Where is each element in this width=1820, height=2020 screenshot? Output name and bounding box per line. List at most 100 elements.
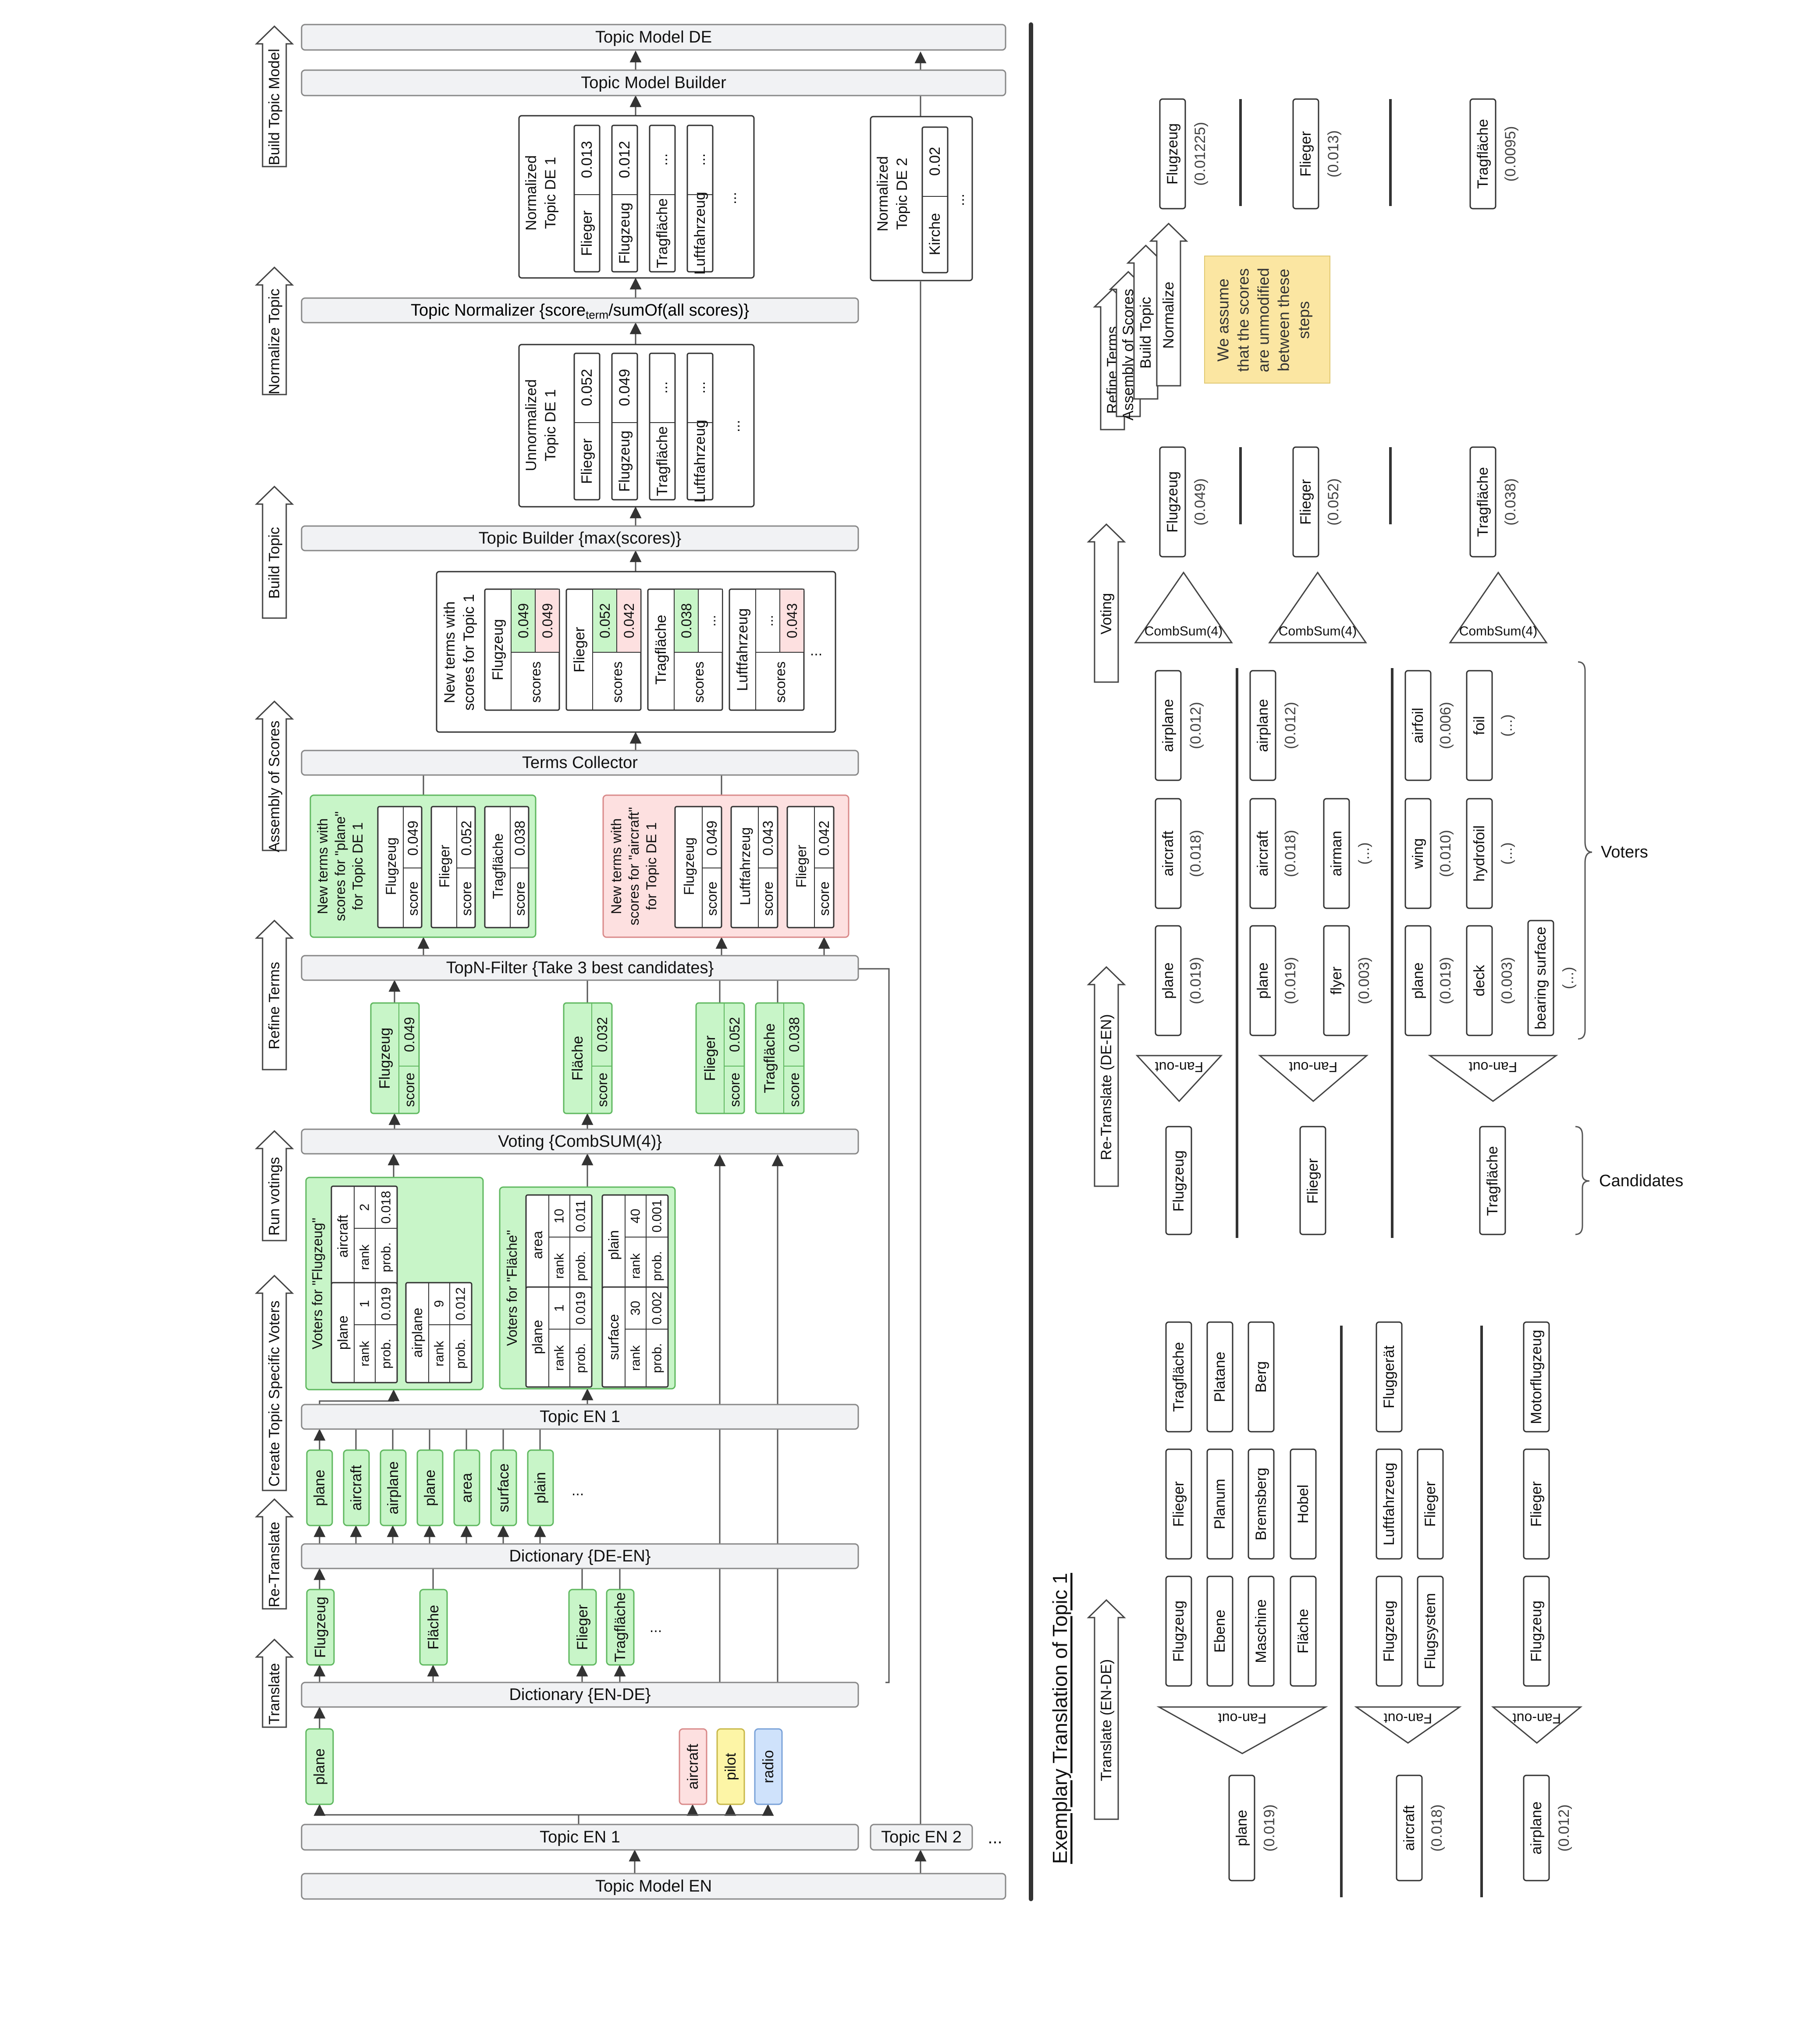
translation-a-text-3: Ebene: [1212, 1610, 1228, 1653]
plane-box-value-2: 0.038: [512, 821, 528, 856]
translation-a-3: [1206, 1575, 1233, 1687]
stage-arrow-7-label: Re-Translate: [266, 1522, 283, 1607]
right-stage-translate: [1087, 1599, 1126, 1820]
voter-a-0-word: plane: [1160, 962, 1177, 999]
voter-c-5-score: (...): [1499, 715, 1515, 737]
voter-c-3-word: deck: [1471, 964, 1488, 996]
aircraft-box-item-1: [730, 806, 778, 928]
final-0: [1159, 98, 1186, 210]
new-terms-title2: scores for Topic 1: [461, 594, 477, 711]
normalized-row-0: [573, 124, 601, 273]
stage-arrow-5: [255, 1130, 294, 1241]
voter-flugzeug-plane-word: plane: [335, 1316, 351, 1350]
fanout-translate-1: [1354, 1706, 1462, 1744]
voter-flugzeug-plane-prob: 0.019: [379, 1287, 394, 1320]
stage-arrow-1-label: Normalize Topic: [266, 288, 283, 394]
stage-arrow-8-label: Translate: [266, 1663, 283, 1725]
translation-a-10: [1290, 1448, 1317, 1560]
connector: [579, 1804, 736, 1816]
voted-word-2: Tragfläche: [1475, 467, 1491, 537]
new-terms-item-term-3: Luftfahrzeug: [734, 608, 751, 691]
final-word-1: Flieger: [1297, 131, 1314, 177]
normalized-row-term-2: Tragfläche: [654, 198, 671, 268]
voter-flaeche-area-rank: 10: [552, 1209, 567, 1223]
vote-result-term-0: Flugzeug: [377, 1028, 393, 1089]
topic-en1-upper-bar-text: Topic EN 1: [540, 1408, 620, 1426]
right-stage-normalize-label: Normalize: [1160, 281, 1177, 349]
source-term-pilot-text: pilot: [722, 1753, 739, 1780]
topic-model-builder-bar-text: Topic Model Builder: [581, 74, 726, 92]
normalized-row-term-3: Luftfahrzeug: [692, 192, 708, 274]
voter-b-0: [1249, 925, 1276, 1036]
translation-a-7: [1248, 1448, 1275, 1560]
normalized-row-1: [611, 124, 638, 273]
voter-a-1: [1155, 798, 1182, 909]
topic-model-de-bar: [301, 24, 1006, 51]
topic-normalizer-text: Topic Normalizer {scoreterm/sumOf(all sc…: [411, 301, 749, 321]
fanout-translate-1-label: Fan-out: [1384, 1711, 1432, 1726]
combsum-2: [1449, 571, 1548, 644]
voter-c-6-score: (...): [1560, 967, 1577, 989]
new-terms-item-label-3: scores: [772, 661, 788, 703]
translated-3: [606, 1589, 635, 1666]
stage-arrow-8: [255, 1638, 294, 1728]
note-line-0: We assume: [1214, 278, 1232, 361]
vote-result-0: [370, 1002, 420, 1114]
translation-a-text-2: Tragfläche: [1170, 1342, 1187, 1412]
normalized2-title1: Normalized: [874, 156, 891, 231]
score-cell: [511, 589, 536, 653]
connector: [319, 1389, 400, 1405]
new-terms-item-v2-0: 0.049: [540, 603, 555, 638]
voter-flaeche-area-rank-label: rank: [552, 1253, 567, 1279]
plane-box-term-2: Tragfläche: [490, 833, 506, 899]
score-cell: [698, 589, 723, 653]
voted-score-2: (0.038): [1502, 478, 1519, 526]
translation-c-0: [1523, 1575, 1550, 1687]
score-cell: [535, 589, 560, 653]
voter-c-1-word: wing: [1410, 838, 1426, 869]
voter-b-4-score: (...): [1356, 843, 1372, 865]
unnormalized-row-value-0: 0.052: [579, 369, 595, 406]
voter-b-1: [1249, 798, 1276, 909]
source-term-plane-text: plane: [311, 1748, 328, 1785]
final-1: [1292, 98, 1319, 210]
vote-result-label-1: score: [594, 1073, 610, 1107]
aircraft-box-title3: for Topic DE 1: [643, 822, 659, 910]
unnormalized-row-term-2: Tragfläche: [654, 426, 671, 496]
voted-0: [1159, 446, 1186, 558]
voting-bar: [301, 1128, 859, 1155]
note-line-4: steps: [1295, 301, 1313, 339]
voter-flugzeug-plane: [331, 1282, 398, 1383]
terms-collector-bar-text: Terms Collector: [522, 754, 638, 772]
voters-brace: [1578, 661, 1592, 1040]
voter-flaeche-plane-prob: 0.019: [574, 1291, 588, 1324]
voter-flugzeug-aircraft-rank-label: rank: [358, 1244, 372, 1270]
retranslated-0-text: plane: [311, 1469, 328, 1506]
voter-flaeche-surface-rank: 30: [629, 1301, 643, 1315]
candidate-1: [1299, 1126, 1326, 1235]
translation-a-2: [1165, 1321, 1192, 1433]
aircraft-box-value-0: 0.049: [704, 821, 720, 856]
vote-result-value-3: 0.038: [786, 1017, 802, 1052]
new-terms-item-v2-2: ...: [703, 615, 718, 627]
voter-c-0-score: (0.019): [1437, 957, 1454, 1004]
normalized-row-2: [649, 124, 676, 273]
unnormalized-row-term-3: Luftfahrzeug: [692, 420, 708, 502]
normalized2-term: Kirche: [927, 213, 943, 255]
note-line-2: are unmodified: [1255, 268, 1273, 372]
unnormalized-row-term-1: Flugzeug: [616, 430, 633, 492]
retranslated-1-text: aircraft: [348, 1465, 365, 1510]
retranslated-4-text: area: [459, 1473, 475, 1503]
translation-c-text-0: Flugzeug: [1528, 1600, 1545, 1662]
plane-box-value-1: 0.052: [459, 821, 474, 856]
right-title: Exemplary Translation of Topic 1: [1049, 1573, 1071, 1864]
translation-b-text-1: Luftfahrzeug: [1381, 1462, 1397, 1545]
voter-c-5-word: foil: [1471, 716, 1488, 735]
plane-box-label-2: score: [512, 882, 528, 916]
aircraft-box-item-0: [674, 806, 722, 928]
voter-flaeche-surface: [601, 1286, 669, 1388]
aircraft-box-term-2: Flieger: [793, 845, 809, 888]
aircraft-box-term-1: Luftfahrzeug: [737, 827, 753, 905]
plane-scores-box: [309, 794, 537, 938]
